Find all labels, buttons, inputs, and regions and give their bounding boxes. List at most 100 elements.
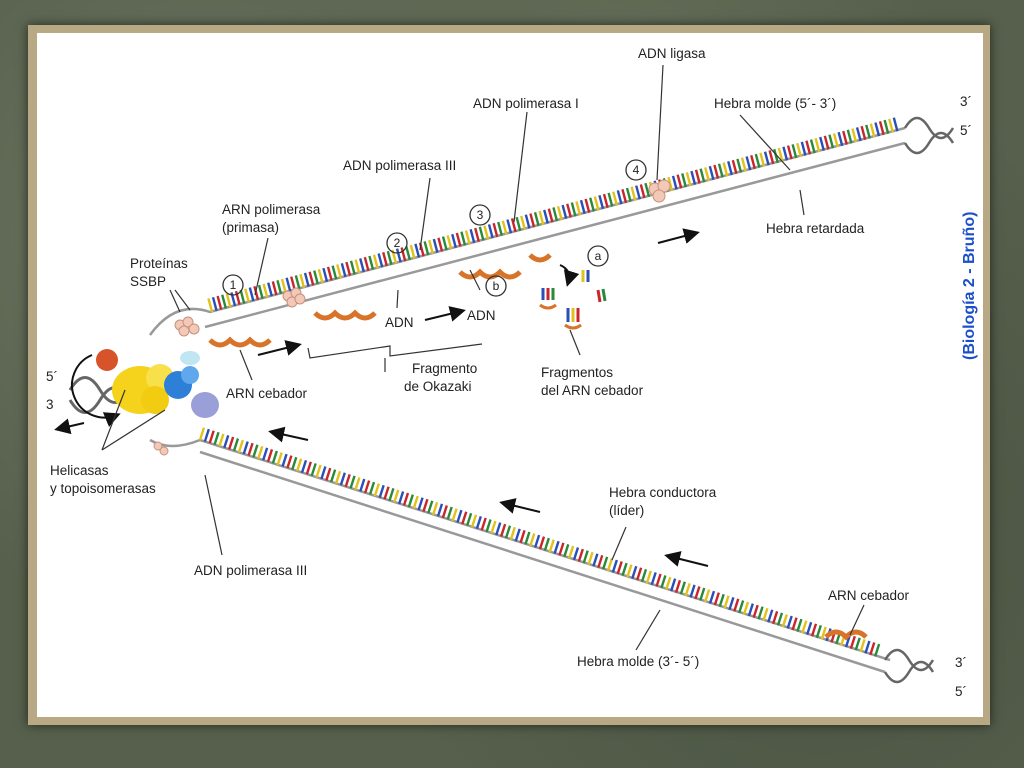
base-pair: [579, 199, 586, 215]
base-pair: [589, 197, 595, 212]
base-pair: [207, 298, 214, 313]
base-pair: [300, 459, 308, 474]
diagram-labels: ADN ligasa ADN polimerasa I Hebra molde …: [46, 46, 978, 699]
base-pair: [340, 262, 347, 278]
base-pair: [777, 147, 784, 162]
base-pair: [888, 118, 894, 133]
base-pair: [483, 225, 490, 240]
base-pair: [674, 579, 682, 593]
base-pair: [718, 593, 725, 607]
base-pair: [276, 452, 283, 466]
base-pair: [500, 523, 507, 537]
base-pair: [625, 187, 632, 202]
label-ssbp: SSBP: [130, 274, 166, 289]
base-pair: [566, 203, 572, 218]
base-pair: [577, 548, 584, 562]
base-pair: [501, 220, 508, 235]
base-pair: [253, 286, 260, 301]
base-pair: [239, 289, 246, 304]
base-pair: [665, 576, 672, 590]
base-pair: [762, 607, 769, 621]
base-pair: [203, 428, 210, 442]
base-pair: [815, 625, 822, 639]
base-pair: [874, 643, 881, 657]
lagging-strand-bases: [207, 117, 899, 313]
step-marker-labels: 1 2 3 4 a b: [230, 163, 640, 293]
base-pair: [801, 620, 808, 634]
base-pair: [616, 190, 623, 205]
base-pair: [717, 163, 724, 178]
label-adn-left: ADN: [385, 315, 414, 330]
base-pair: [216, 295, 223, 310]
base-pair: [529, 533, 536, 547]
base-pair: [497, 221, 503, 236]
base-pair: [271, 281, 278, 296]
base-pair: [670, 578, 677, 592]
strand-backbones: [148, 126, 906, 674]
base-pair: [874, 122, 881, 137]
label-arn-cebador-right: ARN cebador: [828, 588, 910, 603]
base-pair: [334, 470, 342, 484]
base-pair: [363, 256, 370, 272]
base-pair: [685, 171, 692, 187]
label-adn-right: ADN: [467, 308, 496, 323]
base-pair: [325, 467, 332, 481]
base-pair: [280, 278, 287, 293]
step-a-circle: [587, 245, 609, 267]
base-pair: [296, 458, 303, 472]
base-pair: [612, 191, 618, 206]
base-pair: [582, 550, 589, 564]
label-hebra-molde-top: Hebra molde (5´- 3´): [714, 96, 836, 111]
base-pair: [466, 512, 473, 527]
base-pair: [782, 146, 789, 161]
base-pair: [437, 237, 444, 252]
base-pair: [814, 137, 821, 153]
base-pair: [267, 282, 273, 297]
label-topoisomerasas: y topoisomerasas: [50, 481, 156, 496]
base-pair: [524, 214, 531, 229]
base-pair: [820, 626, 827, 640]
base-pair: [690, 170, 697, 185]
base-pair: [538, 536, 546, 550]
base-pair: [232, 438, 240, 452]
label-end-bottom-5: 5´: [955, 684, 967, 699]
label-primasa: (primasa): [222, 220, 279, 235]
base-pair: [446, 235, 453, 250]
base-pair: [400, 247, 407, 262]
base-pair: [510, 218, 517, 233]
base-pair: [455, 232, 462, 247]
base-pair: [781, 614, 788, 628]
base-pair: [855, 127, 862, 142]
base-pair: [417, 497, 424, 511]
base-pair: [602, 193, 609, 208]
base-pair: [584, 198, 591, 213]
base-pair: [223, 435, 230, 449]
base-pair: [294, 275, 301, 290]
base-pair: [386, 250, 393, 265]
base-pair: [773, 148, 779, 164]
base-pair: [745, 156, 752, 171]
base-pair: [699, 587, 706, 601]
base-pair: [310, 463, 317, 477]
base-pair: [558, 542, 565, 556]
base-pair: [257, 284, 264, 299]
label-proteinas: Proteínas: [130, 256, 188, 271]
base-pair: [529, 213, 536, 228]
base-pair: [699, 168, 706, 183]
base-pair: [805, 140, 812, 155]
label-adn-polimerasa-i: ADN polimerasa I: [473, 96, 579, 111]
base-pair: [713, 592, 720, 606]
base-pair: [878, 121, 885, 136]
base-pair: [271, 450, 278, 464]
base-pair: [320, 466, 327, 480]
base-pair: [368, 481, 376, 495]
helicase-complex: [68, 349, 219, 427]
base-pair: [313, 270, 319, 285]
base-pair: [345, 261, 352, 276]
base-pair: [704, 167, 710, 182]
base-pair: [738, 600, 745, 614]
base-pair: [837, 131, 844, 147]
base-pair: [330, 469, 337, 483]
label-arn-polimerasa: ARN polimerasa: [222, 202, 321, 217]
base-pair: [538, 210, 545, 225]
